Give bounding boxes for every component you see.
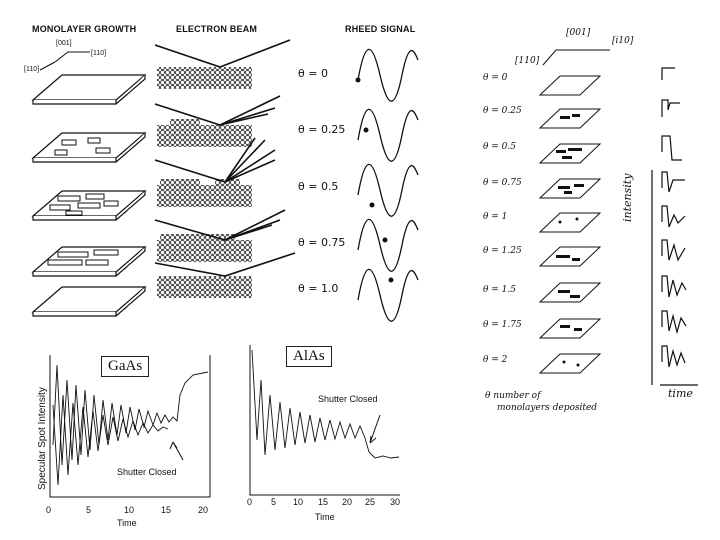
alas-x-axis-label: Time [315,512,335,522]
rheed-signal-header: RHEED SIGNAL [345,24,416,34]
right-islands [556,114,584,367]
direction-label-001: [001] [56,40,72,47]
alas-x-tick-5: 5 [271,497,277,507]
coverage-label-0: θ = 0 [298,67,328,80]
gaas-intensity-trace-2 [52,394,169,486]
gaas-box-label: GaAs [101,356,150,377]
direction-label-110-b: [110] [24,66,40,73]
gaas-x-axis-label: Time [117,518,137,528]
footnote-line-1: θ number of [485,391,541,401]
rheed-signal-points [355,77,394,283]
coverage-label-025: θ = 0.25 [298,123,346,136]
left-schematic-drawing [31,39,419,322]
right-coverage-1: θ = 1 [483,212,508,222]
alas-shutter-annotation: Shutter Closed [318,394,378,404]
right-coverage-075: θ = 0.75 [483,178,522,188]
right-schematic-drawing [538,49,698,386]
gaas-x-tick-20: 20 [198,505,209,515]
right-coverage-15: θ = 1.5 [483,285,516,295]
right-direction-001: [001] [566,28,591,38]
footnote-line-2: monolayers deposited [497,403,598,413]
right-coverage-175: θ = 1.75 [483,320,522,330]
gaas-x-tick-0: 0 [46,505,52,515]
electron-beam-header: ELECTRON BEAM [176,24,258,34]
alas-box-label: AlAs [286,346,332,367]
coverage-label-05: θ = 0.5 [298,180,339,193]
alas-x-tick-25: 25 [365,497,376,507]
right-surfaces [538,75,602,374]
growth-islands [47,137,119,266]
coverage-label-075: θ = 0.75 [298,236,346,249]
right-coverage-2: θ = 2 [483,355,508,365]
coverage-label-1: θ = 1.0 [298,282,339,295]
crystal-axes-arrows [39,51,90,71]
alas-intensity-trace [251,349,400,459]
gaas-x-tick-10: 10 [124,505,135,515]
alas-annotation-arrow [369,414,381,444]
gaas-oscillation-chart [49,355,211,498]
right-coverage-025: θ = 0.25 [483,106,522,116]
gaas-x-tick-5: 5 [86,505,92,515]
electron-beam-rays [154,39,296,277]
alas-x-tick-30: 30 [390,497,401,507]
atomic-layers [157,67,252,298]
alas-x-tick-15: 15 [318,497,329,507]
right-axes-arrows [542,49,610,66]
alas-x-tick-20: 20 [342,497,353,507]
right-intensity-traces [651,67,698,386]
gaas-shutter-annotation: Shutter Closed [117,467,177,477]
right-x-axis-label: time [668,387,693,400]
alas-x-tick-10: 10 [293,497,304,507]
right-direction-110: [110] [515,56,540,66]
right-coverage-125: θ = 1.25 [483,246,522,256]
rheed-sine-waves [357,48,419,322]
gaas-annotation-arrow [169,441,184,461]
monolayer-growth-header: MONOLAYER GROWTH [32,24,137,34]
right-coverage-0: θ = 0 [483,73,508,83]
right-coverage-05: θ = 0.5 [483,142,516,152]
alas-x-tick-0: 0 [247,497,253,507]
gaas-intensity-trace [52,364,209,466]
direction-label-110-a: [110] [91,50,107,57]
gaas-x-tick-15: 15 [161,505,172,515]
alas-oscillation-chart [249,345,400,496]
right-direction-i10: [i10] [612,36,634,46]
